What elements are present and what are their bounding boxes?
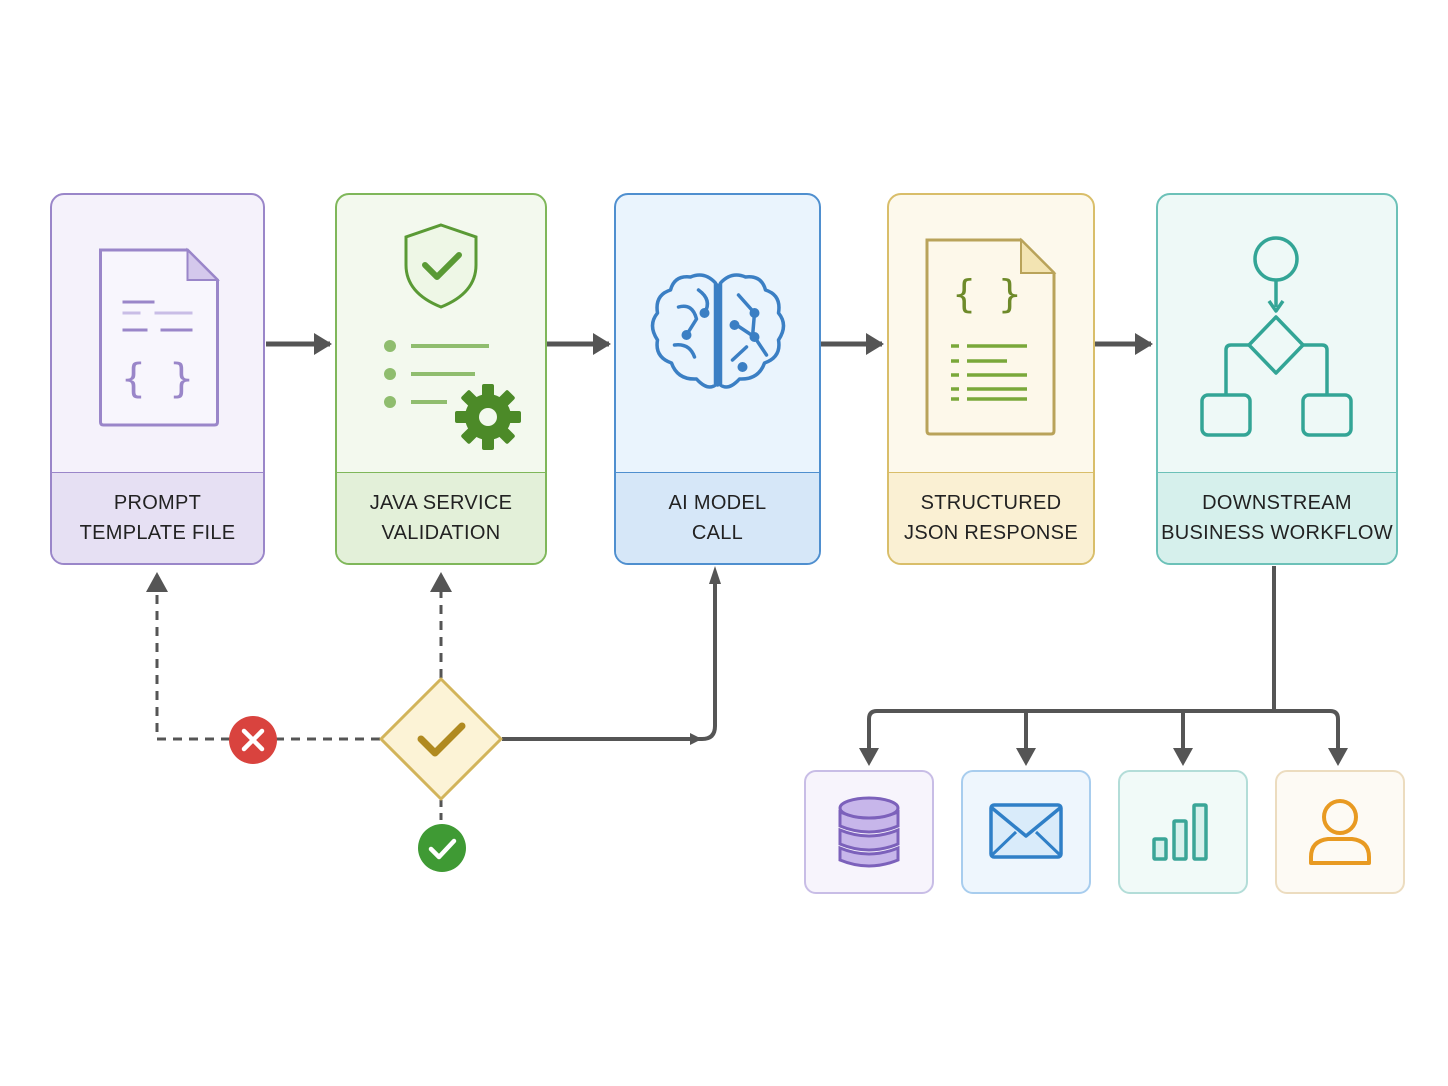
decision-check-icon [379,677,503,801]
stage-structured-json: { } STRUCTURED JSON RESPONSE [887,193,1095,565]
bar-chart-icon [1152,803,1208,861]
stage-label-line1: DOWNSTREAM [1202,492,1352,514]
stage-label-line1: PROMPT [113,492,202,514]
stage-downstream-workflow: DOWNSTREAM BUSINESS WORKFLOW [1156,193,1398,565]
stage-icon-area: { } [52,195,263,475]
stage-label-line2: TEMPLATE FILE [79,522,236,544]
stage-icon-area [337,195,545,475]
stage-label: DOWNSTREAM BUSINESS WORKFLOW [1158,472,1396,563]
stage-icon-area [1158,195,1396,475]
fanout-bus [867,709,1340,750]
stage-icon-area [616,195,819,475]
stage-label: JAVA SERVICE VALIDATION [337,472,545,563]
stage-label-line1: JAVA SERVICE [369,492,513,514]
brain-network-icon [650,273,785,389]
database-icon [838,796,900,868]
stage-java-validation: JAVA SERVICE VALIDATION [335,193,547,565]
stage-label-line2: CALL [691,522,744,544]
output-user [1275,770,1405,894]
stage-prompt-template: { } PROMPT TEMPLATE FILE [50,193,265,565]
output-database [804,770,934,894]
document-braces-icon: { } [98,247,220,427]
success-check-icon [418,824,466,872]
shield-check-gear-icon [384,223,521,450]
stage-icon-area: { } [889,195,1093,475]
envelope-icon [989,803,1063,859]
stage-label: STRUCTURED JSON RESPONSE [889,472,1093,563]
user-icon [1309,799,1371,865]
error-x-icon [229,716,277,764]
svg-text:{ }: { } [953,272,1022,316]
flowchart-icon [1200,236,1353,437]
stage-label-line1: AI MODEL [668,492,767,514]
stage-label: PROMPT TEMPLATE FILE [52,472,263,563]
output-email [961,770,1091,894]
svg-text:{ }: { } [121,356,193,402]
stage-label: AI MODEL CALL [616,472,819,563]
solid-pass-path [502,584,717,741]
stage-label-line2: BUSINESS WORKFLOW [1161,522,1393,544]
json-document-icon: { } [925,237,1057,436]
stage-label-line2: JSON RESPONSE [904,522,1078,544]
output-analytics [1118,770,1248,894]
stage-ai-model-call: AI MODEL CALL [614,193,821,565]
dashed-fail-path [155,590,380,741]
stage-label-line1: STRUCTURED [920,492,1062,514]
stage-label-line2: VALIDATION [381,522,501,544]
